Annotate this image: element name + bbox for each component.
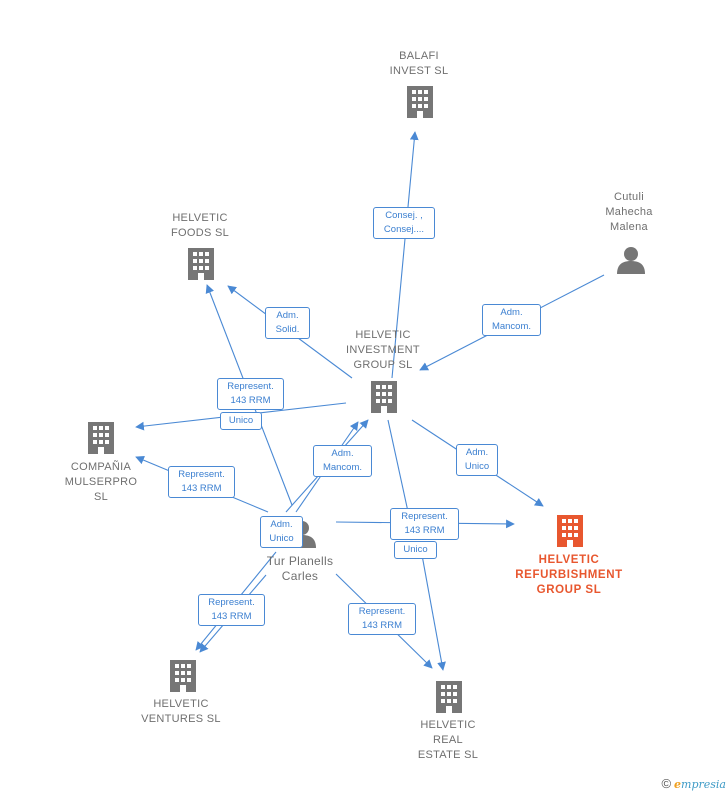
edge-label-represent[interactable]: Represent. 143 RRM [168, 466, 235, 498]
edge-label-line: Represent. [358, 606, 406, 617]
node-label-ventures[interactable]: HELVETIC VENTURES SL [141, 697, 221, 727]
building-icon[interactable] [436, 681, 462, 713]
edge-label-line: Unico [228, 415, 254, 426]
node-label-line: SL [93, 491, 109, 503]
edge-label-line: Unico [269, 533, 294, 544]
building-icon[interactable] [557, 515, 583, 547]
node-label-cutuli[interactable]: Cutuli Mahecha Malena [605, 190, 652, 235]
node-label-foods[interactable]: HELVETIC FOODS SL [171, 211, 229, 241]
person-icon[interactable] [617, 247, 645, 274]
building-icon[interactable] [407, 86, 433, 118]
node-label-line: GROUP SL [353, 359, 413, 371]
node-label-line: HELVETIC [355, 329, 411, 341]
node-label-line: Malena [610, 221, 648, 233]
node-label-balafi[interactable]: BALAFI INVEST SL [390, 49, 449, 79]
node-label-realestate[interactable]: HELVETIC REAL ESTATE SL [418, 718, 478, 763]
node-label-line: Cutuli [614, 191, 644, 203]
edge-label-consej[interactable]: Consej. , Consej.... [373, 207, 435, 239]
node-label-investment[interactable]: HELVETIC INVESTMENT GROUP SL [346, 328, 420, 373]
node-label-line: REFURBISHMENT [515, 569, 623, 581]
edge-label-represent[interactable]: Represent. 143 RRM [198, 594, 265, 626]
empresia-logo-text: mpresia [681, 778, 726, 791]
node-label-line: INVEST SL [389, 65, 449, 77]
edge-label-line: Adm. [276, 310, 299, 321]
node-label-line: HELVETIC [538, 554, 600, 566]
node-label-line: REAL [433, 734, 463, 746]
edge-label-line: Mancom. [491, 321, 532, 332]
edge-label-line: Adm. [331, 448, 354, 459]
node-label-line: GROUP SL [536, 584, 602, 596]
edge-label-line: 143 RRM [230, 395, 271, 406]
node-label-line: Tur Planells [266, 554, 334, 568]
node-label-line: BALAFI [399, 50, 439, 62]
building-icon[interactable] [170, 660, 196, 692]
edge-label-line: Adm. [270, 519, 293, 530]
edge-label-line: Consej.... [383, 224, 425, 235]
node-label-line: FOODS SL [170, 227, 230, 239]
edge-label-line: Represent. [227, 381, 274, 392]
edge-label-adm-solid[interactable]: Adm. Solid. [265, 307, 310, 339]
node-label-line: MULSERPRO [64, 476, 138, 488]
node-label-line: ESTATE SL [417, 749, 479, 761]
edge-label-line: 143 RRM [404, 525, 445, 536]
node-label-line: HELVETIC [420, 719, 476, 731]
node-label-line: Carles [281, 569, 319, 583]
node-label-line: HELVETIC [172, 212, 228, 224]
edge-label-represent[interactable]: Represent. 143 RRM [390, 508, 459, 540]
edge-label-line: Represent. [208, 597, 255, 608]
edge-label-unico[interactable]: Unico [394, 541, 437, 559]
edge-label-line: Unico [464, 461, 490, 472]
edge-investment-to-balafi[interactable] [391, 131, 419, 379]
empresia-logo-initial: e [674, 778, 682, 791]
edge-label-adm-mancom[interactable]: Adm. Mancom. [482, 304, 541, 336]
edge-label-line: Adm. [465, 447, 489, 458]
copyright-icon: © [661, 776, 672, 791]
building-icon[interactable] [371, 381, 397, 413]
node-label-line: VENTURES SL [141, 713, 221, 725]
edge-label-line: Adm. [500, 307, 523, 318]
edge-label-represent[interactable]: Represent. 143 RRM [348, 603, 416, 635]
edge-label-line: Solid. [275, 324, 300, 335]
empresia-footer: ©empresia [661, 776, 726, 791]
node-label-refurbishment[interactable]: HELVETIC REFURBISHMENT GROUP SL [515, 553, 622, 598]
edge-label-line: 143 RRM [211, 611, 252, 622]
edge-label-represent[interactable]: Represent. 143 RRM [217, 378, 284, 410]
edge-label-line: Unico [403, 544, 428, 555]
node-label-mulserpro[interactable]: COMPAÑIA MULSERPRO SL [65, 460, 137, 505]
edge-label-line: 143 RRM [361, 620, 403, 631]
edge-label-line: Represent. [178, 469, 225, 480]
edge-investment-to-realestate-lower[interactable] [421, 554, 446, 671]
node-label-line: INVESTMENT [346, 344, 420, 356]
edge-label-line: 143 RRM [181, 483, 222, 494]
edge-label-adm-mancom[interactable]: Adm. Mancom. [313, 445, 372, 477]
node-label-line: HELVETIC [153, 698, 209, 710]
edge-label-adm-unico[interactable]: Adm. Unico [260, 516, 303, 548]
edge-label-line: Mancom. [322, 462, 363, 473]
building-icon[interactable] [188, 248, 214, 280]
edge-label-unico[interactable]: Unico [220, 412, 262, 430]
node-label-line: COMPAÑIA [70, 461, 132, 473]
edge-label-line: Represent. [401, 511, 448, 522]
edge-label-line: Consej. , [385, 210, 423, 221]
edge-label-adm-unico[interactable]: Adm. Unico [456, 444, 498, 476]
node-label-tur[interactable]: Tur Planells Carles [267, 554, 334, 584]
node-label-line: Mahecha [605, 206, 653, 218]
building-icon[interactable] [88, 422, 114, 454]
